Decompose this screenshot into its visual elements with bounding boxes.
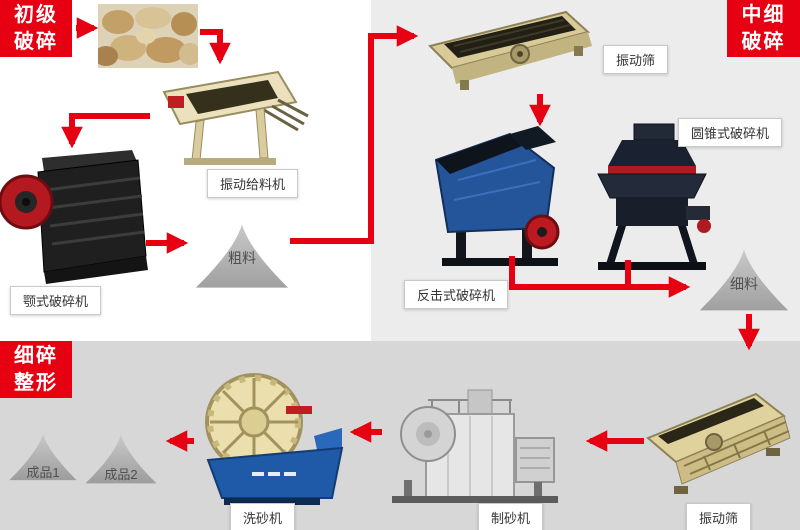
- label-cone-crusher: 圆锥式破碎机: [678, 118, 783, 147]
- stage-primary-line1: 初级: [14, 3, 58, 26]
- label-vibrating-screen-bottom: 振动筛: [686, 503, 752, 530]
- arrow-stones-to-feeder: [200, 29, 231, 65]
- label-sand-washer: 洗砂机: [230, 503, 296, 530]
- raw-stones-image: [98, 4, 198, 68]
- label-impact-crusher: 反击式破碎机: [404, 280, 509, 309]
- stage-fine-line2: 整形: [14, 371, 58, 394]
- vibrating-screen-bottom-image: [646, 392, 791, 494]
- label-jaw-crusher: 颚式破碎机: [10, 286, 102, 315]
- stage-label-fine-shaping: 细碎 整形: [0, 341, 72, 398]
- stage-medium-line1: 中细: [741, 3, 786, 26]
- jaw-crusher-image: [0, 150, 148, 284]
- vibrating-feeder-image: [162, 70, 309, 165]
- label-vibrating-screen-top: 振动筛: [603, 45, 669, 74]
- product2-pile: [85, 434, 157, 484]
- label-product1: 成品1: [26, 465, 60, 480]
- sand-maker-image: [392, 389, 558, 503]
- stage-label-medium-fine-crushing: 中细 破碎: [727, 0, 800, 57]
- impact-crusher-image: [434, 126, 560, 266]
- product1-pile: [9, 433, 77, 481]
- label-product2: 成品2: [104, 467, 138, 482]
- label-coarse-material: 粗料: [228, 250, 256, 266]
- label-sand-maker: 制砂机: [478, 503, 544, 530]
- label-vibrating-feeder: 振动给料机: [207, 169, 299, 198]
- arrow-feeder-to-jaw-crusher: [61, 113, 150, 149]
- arrow-impact-to-fine-pile: [509, 256, 691, 298]
- arrow-coarse-to-screen-top: [290, 25, 419, 244]
- stage-primary-line2: 破碎: [14, 30, 58, 53]
- label-fine-material: 细料: [730, 276, 758, 292]
- stage-label-primary-crushing: 初级 破碎: [0, 0, 72, 57]
- cone-crusher-image: [597, 123, 711, 270]
- sand-washer-image: [205, 373, 344, 505]
- coarse-material-pile: [195, 224, 289, 288]
- stage-medium-line2: 破碎: [741, 30, 786, 53]
- stage-fine-line1: 细碎: [14, 344, 58, 367]
- fine-material-pile: [699, 249, 789, 311]
- vibrating-screen-top-image: [428, 10, 592, 90]
